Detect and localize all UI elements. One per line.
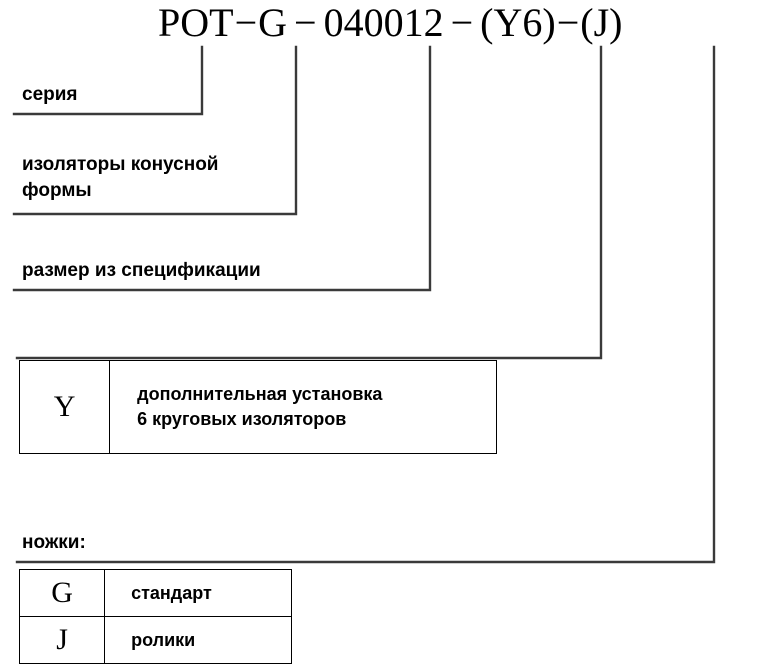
table-row: G стандарт <box>18 569 292 617</box>
feet-code-j: J <box>18 616 106 664</box>
part-code-feet: G <box>258 0 288 45</box>
feet-code-g: G <box>18 569 106 617</box>
part-code-dash-4: − <box>556 0 580 45</box>
feet-description-j: ролики <box>104 616 292 664</box>
leader-line-feet <box>15 45 716 564</box>
feet-option-table: G стандарт J ролики <box>18 569 292 664</box>
part-code-dash-3: − <box>450 0 474 45</box>
feet-description-g: стандарт <box>104 569 292 617</box>
part-code-dash-1: − <box>234 0 258 45</box>
option-description-y: дополнительная установка 6 круговых изол… <box>109 360 497 454</box>
part-code-feet-option: (J) <box>580 0 623 45</box>
part-code-size: 040012 <box>323 0 444 45</box>
callout-label-feet: ножки: <box>22 532 86 553</box>
option-code-y: Y <box>18 360 111 454</box>
extra-option-table: Y дополнительная установка 6 круговых из… <box>18 360 497 454</box>
table-row: J ролики <box>18 616 292 664</box>
part-code-dash-2: − <box>294 0 317 45</box>
part-code: POT−G−040012−(Y6)−(J) <box>158 0 750 46</box>
callout-label-size-from-spec: размер из спецификации <box>22 260 261 281</box>
table-row: Y дополнительная установка 6 круговых из… <box>18 360 497 454</box>
part-code-extra: (Y6) <box>480 0 556 45</box>
callout-label-cone-insulators: изоляторы конусной формы <box>22 154 219 201</box>
part-code-series: POT <box>158 0 234 45</box>
callout-label-series: серия <box>22 84 78 105</box>
